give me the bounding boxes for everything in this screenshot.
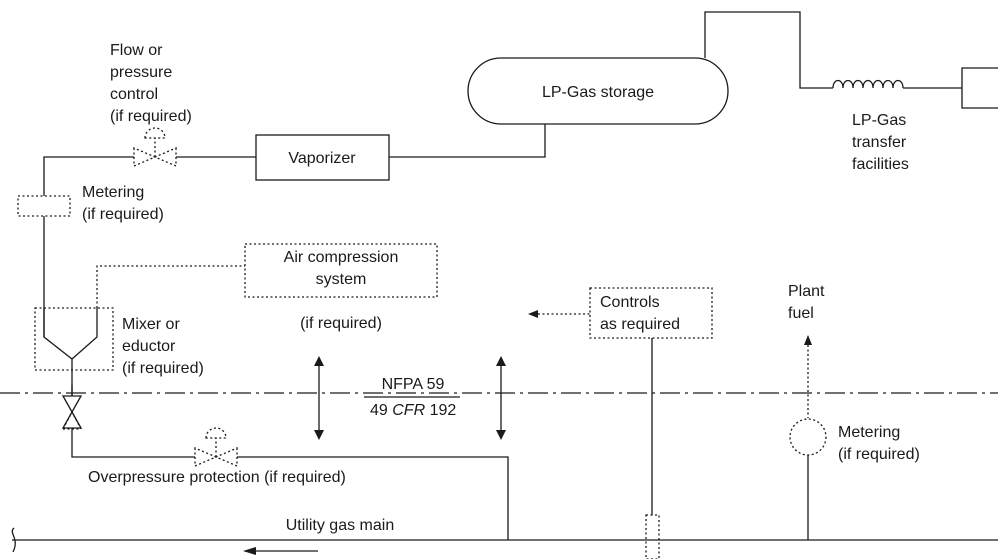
controls-arrow-icon [528,310,590,318]
mixer-label-2: eductor [122,338,176,355]
supply-pipe-upper [43,156,134,196]
transfer-facility-box [961,67,998,109]
flow-control-label-4: (if required) [110,108,192,125]
flexible-hose-icon [832,79,904,89]
flow-control-valve-icon [133,127,177,167]
flow-direction-arrow [243,547,318,555]
plant-fuel-label-1: Plant [788,283,825,300]
boundary-arrow-right-icon [496,356,506,440]
cfr-label: 49 CFR 192 [370,402,456,419]
overpressure-valve-icon [194,427,238,467]
pipe-to-overpressure [71,428,195,458]
metering-right-icon [789,418,827,456]
metering-top-label-1: Metering [82,184,144,201]
flow-control-label-2: pressure [110,64,172,81]
lp-gas-storage-tank [467,57,729,125]
metering-right-label-2: (if required) [838,446,920,463]
mixer-box [34,307,114,371]
mixer-label-3: (if required) [122,360,204,377]
mixer-funnel [43,308,98,360]
controls-label-2: as required [600,316,680,333]
boundary-arrow-left-icon [314,356,324,440]
transfer-label-2: transfer [852,134,907,151]
mixer-label-1: Mixer or [122,316,180,333]
vaporizer-box [255,134,390,181]
metering-right-label-1: Metering [838,424,900,441]
transfer-label-1: LP-Gas [852,112,906,129]
flow-control-label-3: control [110,86,158,103]
air-to-mixer-line [96,265,245,308]
pipe-break-symbol [11,527,16,553]
storage-label: LP-Gas storage [542,84,654,101]
plant-fuel-arrow-icon [804,335,812,418]
nfpa-59-label: NFPA 59 [382,376,445,393]
tank-to-transfer-pipe [704,11,833,89]
controls-label-1: Controls [600,294,660,311]
plant-fuel-label-2: fuel [788,305,814,322]
tank-to-vaporizer-pipe [389,124,546,158]
transfer-label-3: facilities [852,156,909,173]
air-compression-label-1: Air compression [284,249,399,266]
metering-top-box [17,195,71,217]
vaporizer-label: Vaporizer [288,150,356,167]
pipe-to-utility-main [237,456,509,540]
air-compression-box [244,243,438,298]
controls-sensor-icon [645,514,660,559]
utility-main-label: Utility gas main [286,517,394,534]
air-if-required-label: (if required) [300,315,382,332]
air-compression-label-2: system [316,271,367,288]
metering-top-label-2: (if required) [82,206,164,223]
flow-control-label-1: Flow or [110,42,163,59]
overpressure-label: Overpressure protection (if required) [88,469,346,486]
check-valve-icon [61,385,83,430]
